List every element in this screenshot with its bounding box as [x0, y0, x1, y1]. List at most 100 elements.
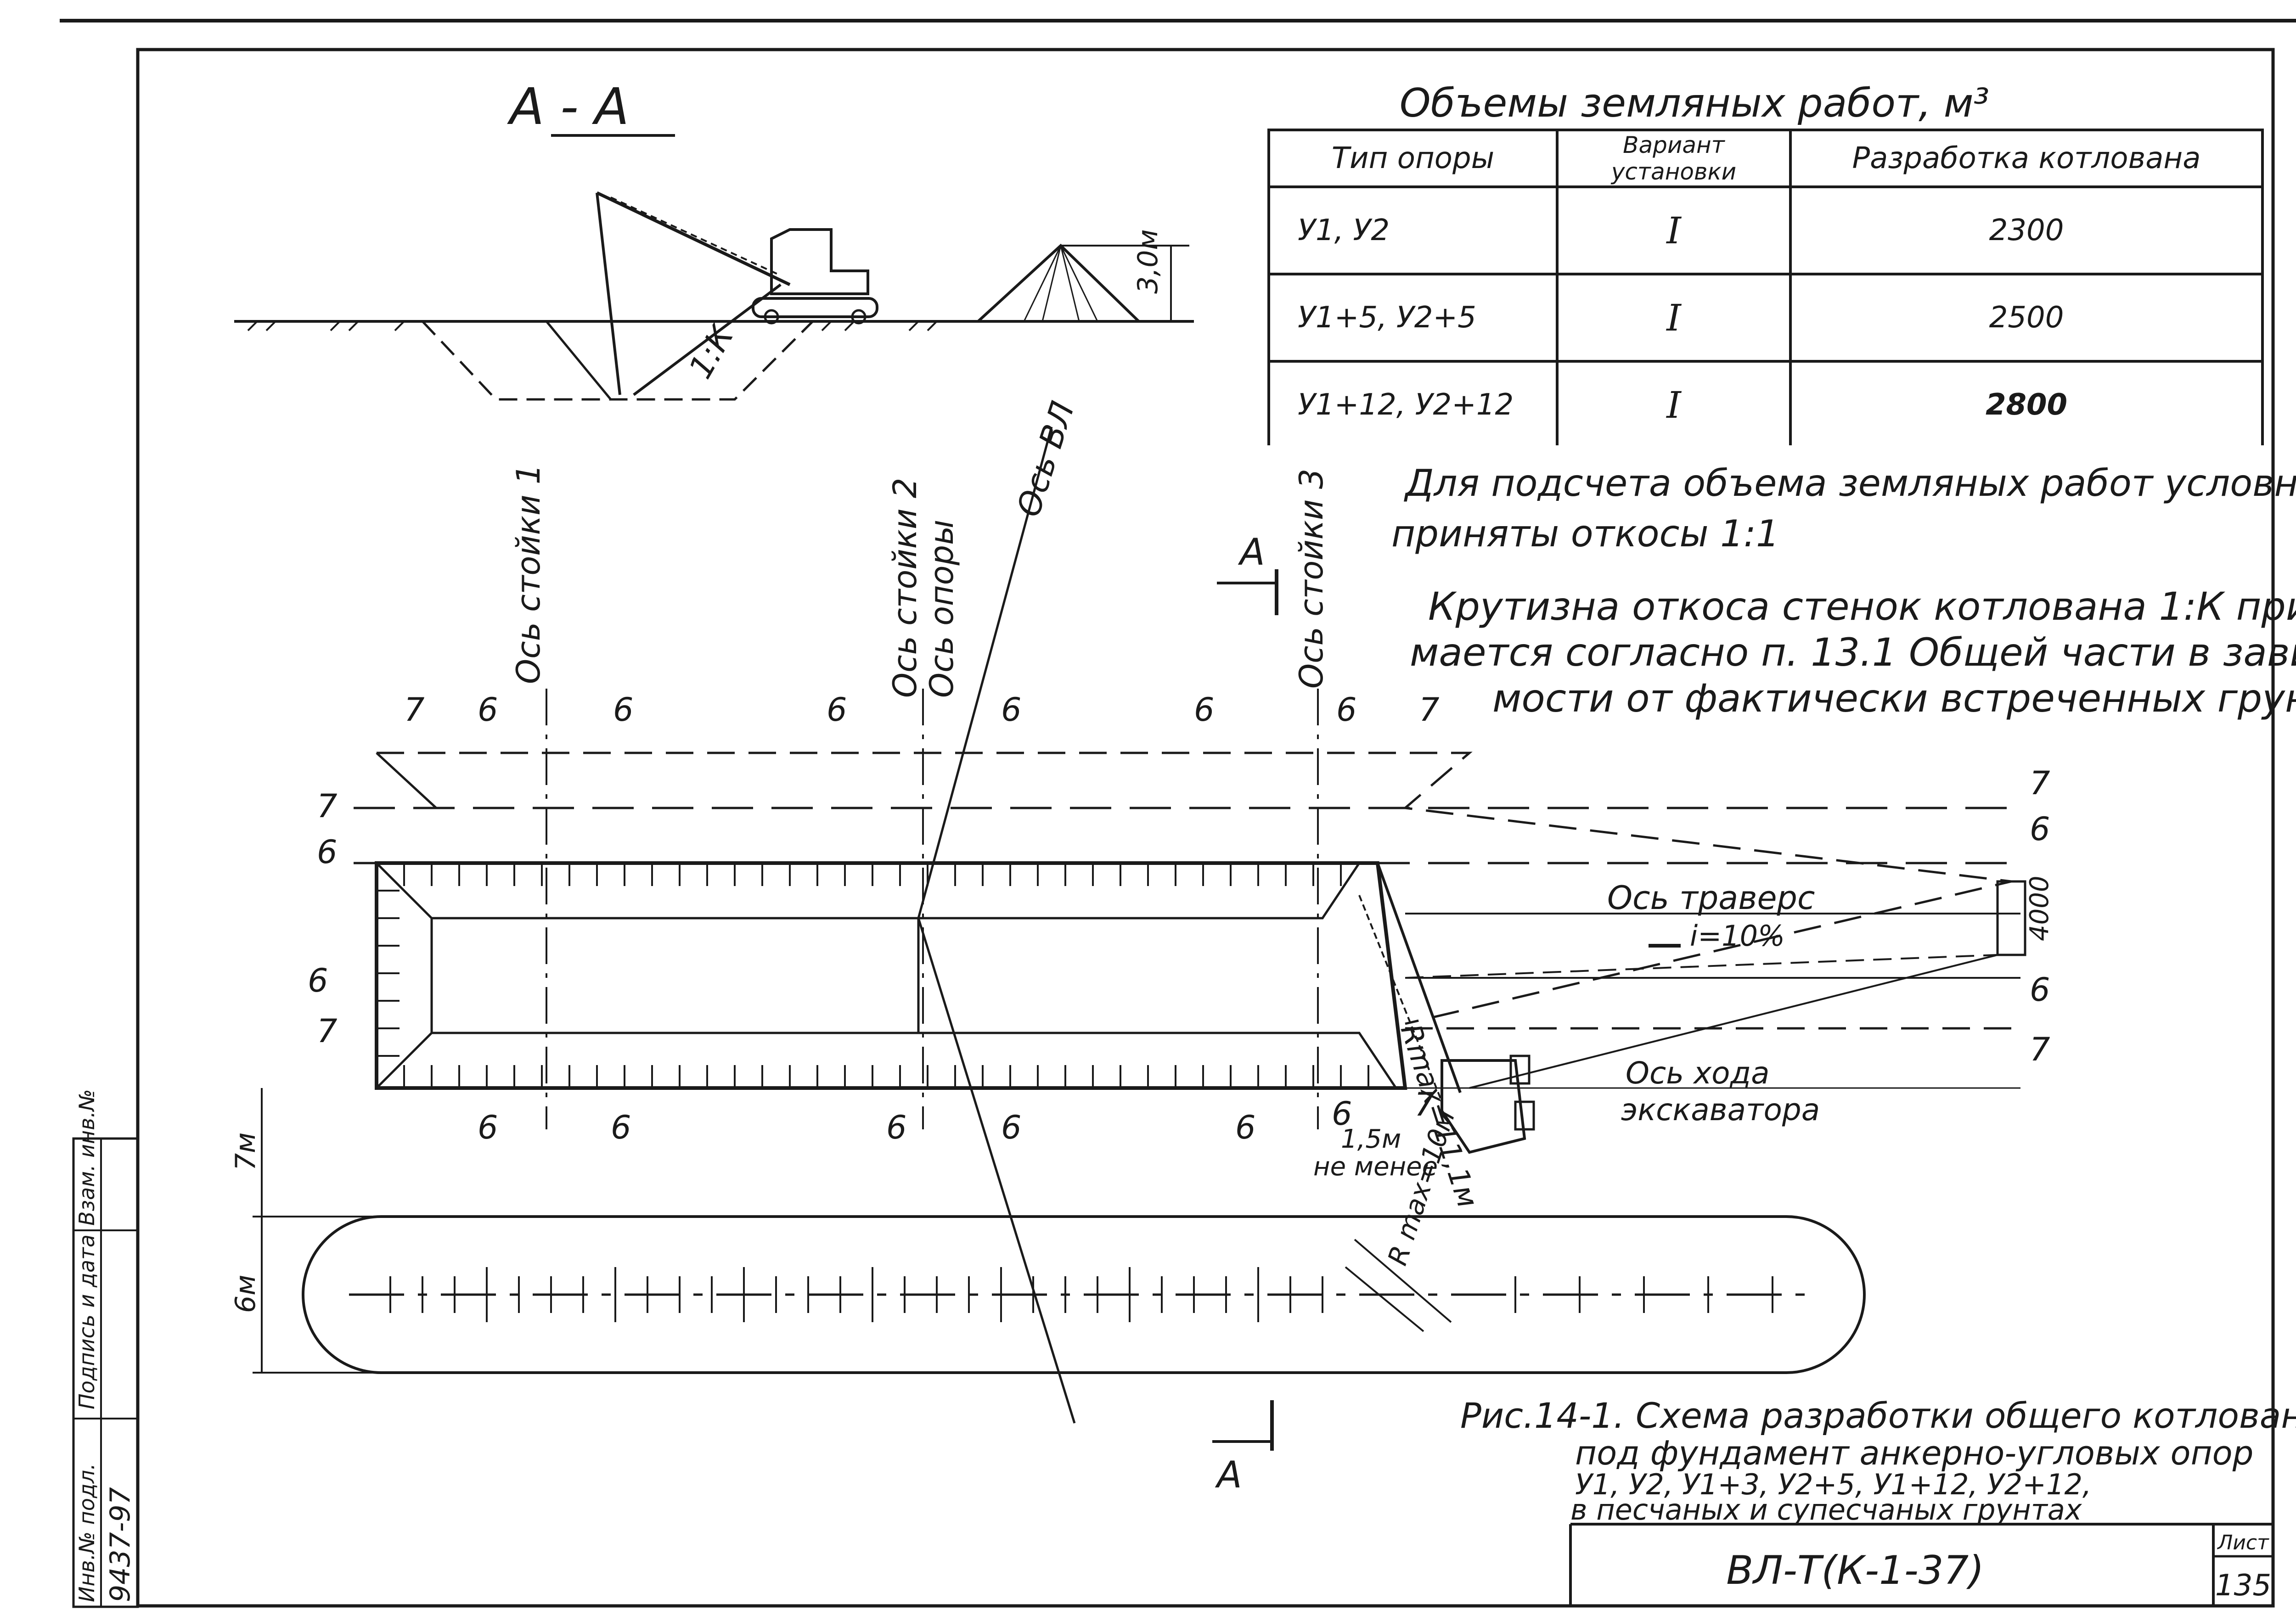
end-box — [1996, 880, 2026, 956]
note-steepness-line1: Крутизна откоса стенок котлована 1:К при… — [1428, 584, 2296, 629]
marker-6: 6 — [1235, 1109, 1256, 1146]
dipper-arm — [633, 283, 782, 396]
pit-hatch-top — [403, 863, 1342, 886]
section-pit — [422, 320, 814, 401]
label-axis-post-2: Ось стойки 2 — [886, 478, 924, 698]
stamp-replaces: Взам. инв.№ — [74, 1089, 99, 1226]
label-power-line-axis: Ось ВЛ — [1009, 397, 1082, 521]
marker-6: 6 — [1332, 1095, 1352, 1133]
excavator-plan — [1358, 862, 1535, 1154]
label-travel-axis-1: Ось хода — [1626, 1055, 1770, 1091]
figure-caption: Рис.14-1. Схема разработки общего котлов… — [1460, 1395, 2296, 1526]
boom-cable — [596, 192, 621, 395]
marker-6: 6 — [2030, 810, 2050, 848]
label-axis-support: Ось опоры — [923, 520, 961, 698]
cell-volume: 2300 — [1789, 185, 2264, 275]
label-traverse-slope: i=10% — [1690, 919, 1785, 953]
marker-6: 6 — [1194, 691, 1215, 729]
note-slopes-line1: Для подсчета объема земляных работ услов… — [1404, 462, 2296, 505]
marker-7: 7 — [1419, 691, 1440, 729]
table-header-row: Тип опоры Вариант установки Разработка к… — [1267, 129, 2264, 188]
caption-line-2: под фундамент анкерно-угловых опор — [1575, 1434, 2253, 1472]
stamp-signature-date: Подпись и дата — [74, 1234, 99, 1409]
marker-6: 6 — [1001, 1109, 1022, 1146]
pile-height-label: 3,0м — [1132, 229, 1164, 294]
document-code: ВЛ-Т(К-1-37) — [1726, 1548, 1984, 1593]
pit-hatch-bottom — [403, 1065, 1369, 1088]
dim-not-less: не менее — [1313, 1152, 1438, 1182]
marker-6: 6 — [886, 1109, 907, 1146]
power-line-axis — [917, 426, 1053, 919]
table-title: Объемы земляных работ, м³ — [1399, 80, 1990, 126]
margin-stamp: Инв.№ подл. Подпись и дата Взам. инв.№ 9… — [72, 1089, 139, 1608]
marker-6: 6 — [1336, 691, 1357, 729]
volumes-table-wrap: Объемы земляных работ, м³ Тип опоры Вари… — [1267, 80, 2264, 445]
notes: Для подсчета объема земляных работ услов… — [1391, 462, 2296, 721]
caption-line-3: У1, У2, У1+3, У2+5, У1+12, У2+12, — [1575, 1468, 2092, 1501]
dim-1-5m: 1,5м — [1341, 1124, 1401, 1154]
markers: 7 6 6 6 6 6 6 7 7 6 6 7 7 6 6 7 6 6 6 6 … — [308, 691, 2050, 1146]
header-variant: Вариант установки — [1556, 129, 1792, 188]
cell-volume: 2500 — [1789, 273, 2264, 363]
caption-line-4: в песчаных и супесчаных грунтах — [1570, 1493, 2082, 1526]
section-cut-marker-top: А — [1217, 531, 1278, 615]
section-title: А - А — [507, 77, 629, 136]
width-4000-label: 4000 — [2025, 875, 2054, 941]
marker-6: 6 — [317, 833, 338, 871]
label-axis-post-1: Ось стойки 1 — [510, 464, 547, 684]
table-row: У1+5, У2+5 I 2500 — [1267, 273, 2264, 363]
cell-type: У1+12, У2+12 — [1267, 360, 1559, 445]
marker-6: 6 — [613, 691, 634, 729]
header-excavation: Разработка котлована — [1789, 129, 2264, 188]
section-cut-label-top: А — [1238, 531, 1265, 573]
cell-type: У1+5, У2+5 — [1267, 273, 1559, 363]
pit-rectangle — [375, 861, 1407, 1090]
dim-6m: 6м — [230, 1275, 262, 1313]
marker-7: 7 — [317, 787, 338, 825]
volumes-table: Тип опоры Вариант установки Разработка к… — [1267, 129, 2264, 445]
marker-6: 6 — [478, 1109, 498, 1146]
ground-hatch — [247, 320, 938, 331]
marker-6: 6 — [2030, 971, 2050, 1009]
excavator-section — [752, 228, 878, 325]
section-a-a: А - А 1:К — [234, 77, 1194, 401]
stamp-inv-no: Инв.№ подл. — [74, 1463, 99, 1602]
marker-6: 6 — [827, 691, 847, 729]
marker-7: 7 — [404, 691, 425, 729]
marker-6: 6 — [611, 1109, 631, 1146]
caption-line-1: Рис.14-1. Схема разработки общего котлов… — [1460, 1395, 2296, 1436]
section-cut-marker-bottom: А — [1212, 1400, 1274, 1496]
slope-label: 1:К — [681, 318, 742, 385]
marker-6: 6 — [1001, 691, 1022, 729]
marker-7: 7 — [1414, 1086, 1435, 1123]
sheet-number: 135 — [2215, 1569, 2271, 1603]
title-block: ВЛ-Т(К-1-37) Лист 135 — [1569, 1523, 2273, 1607]
pit-hatch-left — [377, 890, 400, 1057]
stamp-inv-value: 9437-97 — [104, 1487, 136, 1602]
marker-7: 7 — [317, 1012, 338, 1050]
marker-7: 7 — [2030, 1031, 2050, 1068]
dim-7m: 7м — [230, 1133, 262, 1171]
section-cut-label-bottom: А — [1215, 1453, 1242, 1496]
header-type: Тип опоры — [1267, 129, 1559, 188]
cell-type: У1, У2 — [1267, 185, 1559, 275]
label-traverse-axis: Ось траверс — [1607, 879, 1815, 917]
travel-path-ticks — [389, 1267, 1773, 1322]
marker-6: 6 — [308, 962, 328, 999]
cell-variant: I — [1556, 360, 1792, 445]
label-travel-axis-2: экскаватора — [1621, 1092, 1820, 1128]
excavator-travel-path — [302, 1215, 1866, 1374]
note-steepness-line3: мости от фактически встреченных грунтов — [1492, 676, 2296, 721]
cell-volume: 2800 — [1789, 360, 2264, 445]
drawing-frame — [136, 48, 2275, 1608]
pit-bottom-left — [430, 917, 920, 1034]
label-axis-post-3: Ось стойки 3 — [1293, 469, 1330, 689]
note-steepness-line2: мается согласно п. 13.1 Общей части в за… — [1410, 630, 2296, 675]
cell-variant: I — [1556, 273, 1792, 363]
boom — [596, 191, 791, 286]
table-row: У1+12, У2+12 I 2800 — [1267, 360, 2264, 445]
note-slopes-line2: приняты откосы 1:1 — [1391, 512, 1779, 555]
cell-variant: I — [1556, 185, 1792, 275]
table-row: У1, У2 I 2300 — [1267, 185, 2264, 275]
